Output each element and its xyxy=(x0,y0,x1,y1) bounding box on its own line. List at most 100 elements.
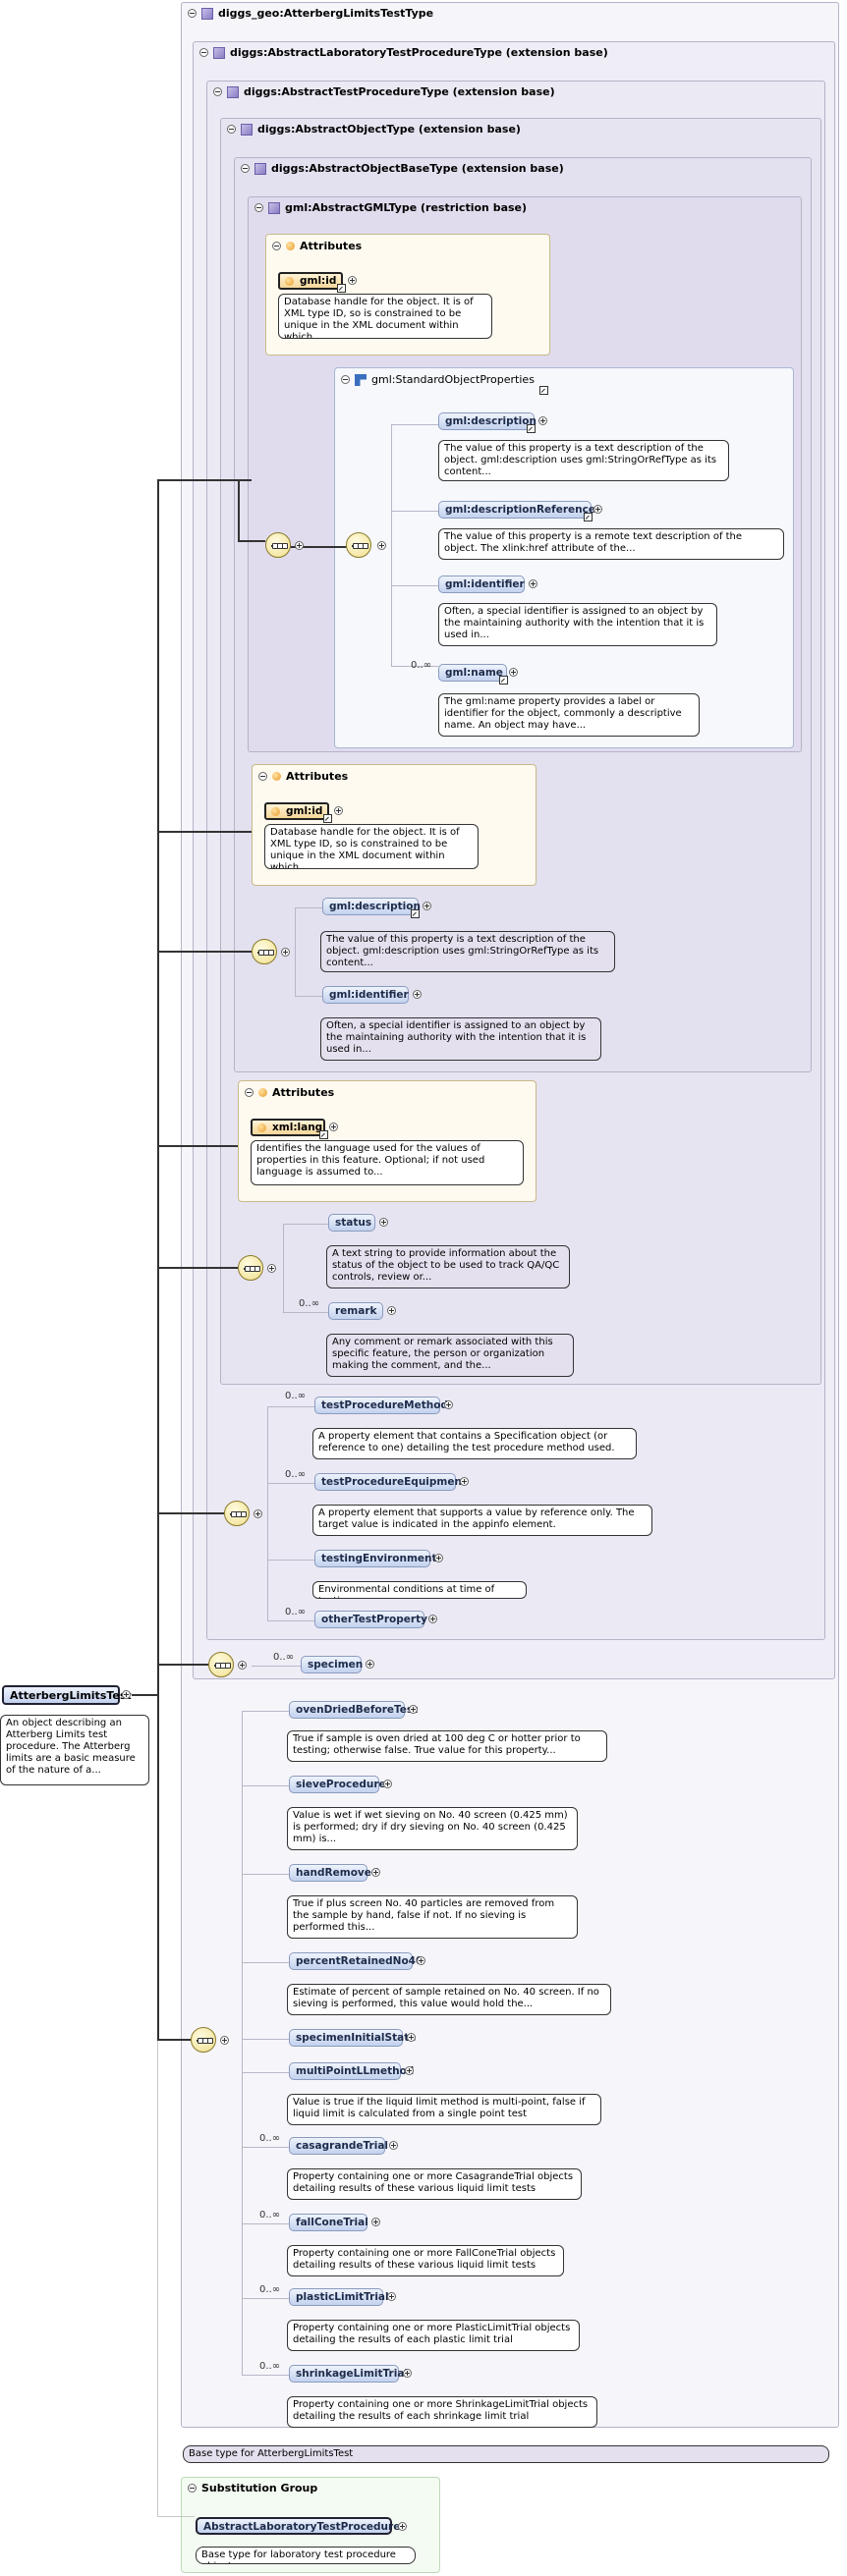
cardinality: 0..∞ xyxy=(259,2133,281,2144)
expand-toggle[interactable] xyxy=(371,2218,380,2226)
expand-toggle[interactable] xyxy=(428,1615,437,1623)
expand-toggle[interactable] xyxy=(389,2141,398,2150)
expand-toggle[interactable] xyxy=(529,579,537,588)
elem-plasticLimitTrial[interactable]: plasticLimitTrial xyxy=(289,2288,389,2306)
expand-toggle[interactable] xyxy=(538,416,547,425)
elem-doc: The value of this property is a text des… xyxy=(438,440,729,481)
expand-toggle[interactable] xyxy=(387,2292,396,2301)
collapse-toggle[interactable] xyxy=(281,948,290,957)
elem-doc: The value of this property is a text des… xyxy=(320,931,615,972)
collapse-toggle[interactable] xyxy=(199,48,208,57)
expand-toggle[interactable] xyxy=(398,2522,407,2531)
attribute-icon xyxy=(286,242,295,250)
collapse-toggle[interactable] xyxy=(188,2484,197,2493)
root-element[interactable]: AtterbergLimitsTest xyxy=(2,1685,132,1705)
link-icon[interactable] xyxy=(337,284,346,293)
expand-toggle[interactable] xyxy=(348,276,357,285)
expand-toggle[interactable] xyxy=(366,1660,374,1669)
collapse-toggle[interactable] xyxy=(227,125,236,134)
expand-toggle[interactable] xyxy=(444,1400,453,1409)
collapse-toggle[interactable] xyxy=(377,541,386,550)
collapse-toggle[interactable] xyxy=(220,2036,229,2045)
elem-handRemoved[interactable]: handRemoved xyxy=(289,1864,378,1882)
expand-toggle[interactable] xyxy=(371,1868,380,1877)
attr-doc: Database handle for the object. It is of… xyxy=(278,294,492,339)
elem-doc: Estimate of percent of sample retained o… xyxy=(287,1984,611,2015)
collapse-toggle[interactable] xyxy=(254,203,263,212)
collapse-toggle[interactable] xyxy=(254,1509,262,1518)
sequence-compositor xyxy=(224,1501,250,1526)
elem-AbstractLaboratoryTestProcedure[interactable]: AbstractLaboratoryTestProcedure xyxy=(196,2517,400,2535)
elem-gml-identifier[interactable]: gml:identifier xyxy=(322,986,409,1004)
attributes-group: Attributes gml:id Database handle for th… xyxy=(265,234,550,356)
elem-sieveProcedure[interactable]: sieveProcedure xyxy=(289,1776,386,1793)
elem-testingEnvironment[interactable]: testingEnvironment xyxy=(314,1550,437,1567)
expand-toggle[interactable] xyxy=(387,1306,396,1315)
elem-doc: Often, a special identifier is assigned … xyxy=(320,1017,601,1061)
elem-gml-identifier[interactable]: gml:identifier xyxy=(438,575,525,593)
elem-specimen[interactable]: specimen xyxy=(301,1656,363,1673)
collapse-toggle[interactable] xyxy=(341,375,350,384)
elem-shrinkageLimitTrial[interactable]: shrinkageLimitTrial xyxy=(289,2365,408,2383)
elem-testProcedureMethod[interactable]: testProcedureMethod xyxy=(314,1397,448,1414)
elem-fallConeTrial[interactable]: fallConeTrial xyxy=(289,2214,368,2231)
link-icon[interactable] xyxy=(539,386,548,395)
elem-doc: Often, a special identifier is assigned … xyxy=(438,603,717,646)
elem-percentRetainedNo40[interactable]: percentRetainedNo40 xyxy=(289,1952,423,1970)
elem-testProcedureEquipment[interactable]: testProcedureEquipment xyxy=(314,1473,467,1491)
attributes-label: Attributes xyxy=(286,770,349,783)
collapse-toggle[interactable] xyxy=(241,164,250,173)
expand-toggle[interactable] xyxy=(423,902,431,910)
collapse-toggle[interactable] xyxy=(272,242,281,250)
expand-toggle[interactable] xyxy=(460,1477,469,1486)
attr-gml-id[interactable]: gml:id xyxy=(264,802,329,820)
expand-toggle[interactable] xyxy=(509,668,518,677)
elem-gml-descriptionReference[interactable]: gml:descriptionReference xyxy=(438,501,595,519)
link-icon[interactable] xyxy=(584,513,593,521)
collapse-toggle[interactable] xyxy=(213,87,222,96)
elem-multiPointLLmethod[interactable]: multiPointLLmethod xyxy=(289,2062,414,2080)
attr-gml-id[interactable]: gml:id xyxy=(278,272,343,290)
expand-toggle[interactable] xyxy=(593,505,602,514)
elem-casagrandeTrial[interactable]: casagrandeTrial xyxy=(289,2137,388,2155)
collapse-toggle[interactable] xyxy=(188,9,197,18)
expand-toggle[interactable] xyxy=(434,1554,443,1562)
collapse-toggle[interactable] xyxy=(267,1264,276,1273)
collapse-toggle[interactable] xyxy=(238,1661,247,1670)
collapse-toggle[interactable] xyxy=(258,772,267,781)
expand-toggle[interactable] xyxy=(329,1123,338,1131)
expand-toggle[interactable] xyxy=(334,806,343,815)
elem-gml-description[interactable]: gml:description xyxy=(322,898,421,915)
elem-remark[interactable]: remark xyxy=(328,1302,383,1320)
expand-toggle[interactable] xyxy=(417,1956,425,1965)
elem-gml-description[interactable]: gml:description xyxy=(438,412,536,430)
elem-doc: A text string to provide information abo… xyxy=(326,1245,570,1288)
expand-toggle[interactable] xyxy=(413,990,422,999)
collapse-toggle[interactable] xyxy=(122,1690,131,1699)
elem-status[interactable]: status xyxy=(328,1214,375,1232)
expand-toggle[interactable] xyxy=(407,2033,416,2042)
elem-ovenDriedBeforeTest[interactable]: ovenDriedBeforeTest xyxy=(289,1701,418,1719)
elem-otherTestProperty[interactable]: otherTestProperty xyxy=(314,1611,427,1628)
link-icon[interactable] xyxy=(527,424,536,433)
cardinality: 0..∞ xyxy=(259,2284,281,2295)
sequence-compositor xyxy=(346,532,371,558)
subst-doc: Base type for laboratory test procedure … xyxy=(196,2547,416,2564)
link-icon[interactable] xyxy=(319,1130,328,1139)
collapse-toggle[interactable] xyxy=(245,1088,254,1097)
link-icon[interactable] xyxy=(411,909,420,918)
sequence-compositor xyxy=(252,939,277,964)
link-icon[interactable] xyxy=(499,676,508,685)
expand-toggle[interactable] xyxy=(409,1705,418,1714)
expand-toggle[interactable] xyxy=(383,1780,392,1788)
attr-xml-lang[interactable]: xml:lang xyxy=(251,1119,325,1136)
elem-doc: True if sample is oven dried at 100 deg … xyxy=(287,1730,607,1762)
elem-gml-name[interactable]: gml:name xyxy=(438,664,507,682)
expand-toggle[interactable] xyxy=(379,1218,388,1227)
sequence-compositor xyxy=(208,1652,234,1677)
link-icon[interactable] xyxy=(323,814,332,823)
expand-toggle[interactable] xyxy=(405,2066,414,2075)
collapse-toggle[interactable] xyxy=(295,541,304,550)
elem-specimenInitialState[interactable]: specimenInitialState xyxy=(289,2029,416,2047)
expand-toggle[interactable] xyxy=(403,2369,412,2378)
